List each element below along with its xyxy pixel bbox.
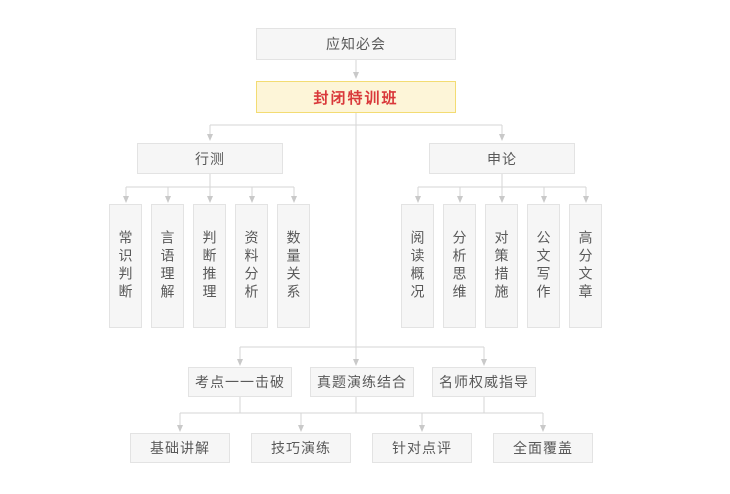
node-program-highlight: 封闭特训班: [256, 81, 456, 113]
branch-xingce: 行测: [137, 143, 283, 174]
feature-2: 名师权威指导: [432, 367, 536, 397]
feature-1: 真题演练结合: [310, 367, 414, 397]
xingce-sub-4: 数量关系: [277, 204, 310, 328]
xingce-sub-0: 常识判断: [109, 204, 142, 328]
teaching-point-3: 全面覆盖: [493, 433, 593, 463]
xingce-sub-3: 资料分析: [235, 204, 268, 328]
teaching-point-0: 基础讲解: [130, 433, 230, 463]
shenlun-sub-2: 对策措施: [485, 204, 518, 328]
shenlun-sub-4: 高分文章: [569, 204, 602, 328]
xingce-sub-1: 言语理解: [151, 204, 184, 328]
teaching-point-2: 针对点评: [372, 433, 472, 463]
shenlun-sub-3: 公文写作: [527, 204, 560, 328]
teaching-point-1: 技巧演练: [251, 433, 351, 463]
node-root: 应知必会: [256, 28, 456, 60]
shenlun-sub-0: 阅读概况: [401, 204, 434, 328]
feature-0: 考点一一击破: [188, 367, 292, 397]
branch-shenlun: 申论: [429, 143, 575, 174]
xingce-sub-2: 判断推理: [193, 204, 226, 328]
shenlun-sub-1: 分析思维: [443, 204, 476, 328]
